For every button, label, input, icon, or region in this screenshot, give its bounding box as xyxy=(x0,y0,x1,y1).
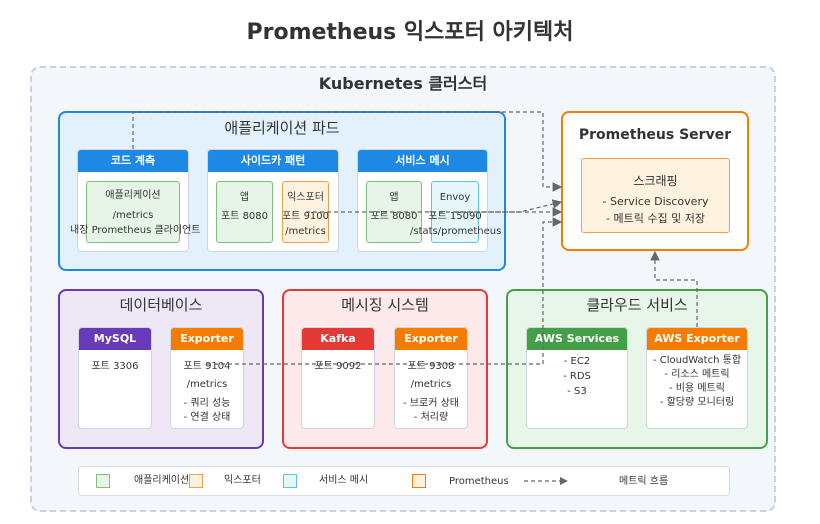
service-discovery-item: - Service Discovery xyxy=(602,195,709,208)
kafka-exporter-item-broker: - 브로커 상태 xyxy=(403,398,459,409)
instrumented-app-box xyxy=(86,181,180,243)
legend xyxy=(78,466,730,496)
aws-services-header: AWS Services xyxy=(527,328,627,350)
aws-exporter-card: AWS Exporter xyxy=(646,327,748,429)
metric-storage-item: - 메트릭 수집 및 저장 xyxy=(606,212,705,225)
flow-sidecar-to-prometheus xyxy=(306,199,563,213)
kafka-card: Kafka xyxy=(301,327,375,429)
mysql-exporter-item-connection: - 연결 상태 xyxy=(183,412,231,423)
sidecar-app-box xyxy=(216,181,273,243)
scraping-title: 스크래핑 xyxy=(633,174,678,188)
sidecar-app-name: 앱 xyxy=(239,192,250,203)
aws-services-card: AWS Services xyxy=(526,327,628,429)
mysql-exporter-header: Exporter xyxy=(171,328,243,350)
legend-label-application: 애플리케이션 xyxy=(134,475,190,486)
sidecar-exporter-path: /metrics xyxy=(285,226,326,237)
aws-item-s3: - S3 xyxy=(567,386,587,397)
aws-exporter-item-cloudwatch: - CloudWatch 통합 xyxy=(652,355,742,366)
instrumented-app-client: 내장 Prometheus 클라이언트 xyxy=(70,225,201,236)
aws-exporter-item-cost: - 비용 메트릭 xyxy=(669,383,725,394)
legend-label-metric-flow: 메트릭 흐름 xyxy=(619,476,669,487)
envoy-path: /stats/prometheus xyxy=(410,226,502,237)
flow-exporters-to-prometheus xyxy=(207,217,563,365)
sidecar-exporter-name: 익스포터 xyxy=(287,192,324,203)
mysql-exporter-port: 포트 9104 xyxy=(183,361,231,372)
cloud-services-label: 클라우드 서비스 xyxy=(586,296,688,314)
sidecar-exporter-port: 포트 9100 xyxy=(281,211,330,222)
code-instrumentation-header: 코드 계측 xyxy=(78,150,188,172)
mysql-exporter-item-query: - 쿼리 성능 xyxy=(183,398,231,409)
flow-aws-exporter-to-prometheus xyxy=(650,250,698,327)
mysql-exporter-path: /metrics xyxy=(186,379,228,390)
aws-item-rds: - RDS xyxy=(563,371,591,382)
sidecar-pattern-header: 사이드카 패턴 xyxy=(208,150,338,172)
instrumented-app-name: 애플리케이션 xyxy=(105,190,161,201)
mesh-app-name: 앱 xyxy=(389,192,399,203)
kafka-exporter-card: Exporter xyxy=(394,327,468,429)
instrumented-app-path: /metrics xyxy=(112,210,154,221)
flow-code-to-prometheus xyxy=(132,111,563,192)
legend-swatch-prometheus xyxy=(412,474,426,488)
kafka-exporter-path: /metrics xyxy=(410,379,452,390)
aws-exporter-header: AWS Exporter xyxy=(647,328,747,350)
mesh-app-port: 포트 8080 xyxy=(370,211,418,222)
legend-label-service-mesh: 서비스 메시 xyxy=(319,475,369,486)
cluster-label: Kubernetes 클러스터 xyxy=(318,74,488,93)
mysql-card: MySQL xyxy=(78,327,152,429)
legend-flow-arrow-icon xyxy=(524,477,568,485)
mysql-port: 포트 3306 xyxy=(91,361,139,372)
aws-exporter-item-quota: - 할당량 모니터링 xyxy=(659,397,735,408)
legend-label-prometheus: Prometheus xyxy=(449,476,509,487)
legend-swatch-application xyxy=(96,474,110,488)
envoy-port: 포트 15090 xyxy=(428,211,482,222)
legend-swatch-service-mesh xyxy=(283,474,297,488)
kafka-header: Kafka xyxy=(302,328,374,350)
prometheus-server-title: Prometheus Server xyxy=(578,127,732,143)
kafka-exporter-header: Exporter xyxy=(395,328,467,350)
service-mesh-header: 서비스 메시 xyxy=(358,150,487,172)
application-pod-label: 애플리케이션 파드 xyxy=(224,119,340,137)
scraping-box xyxy=(581,158,730,233)
aws-item-ec2: - EC2 xyxy=(563,356,591,367)
envoy-name: Envoy xyxy=(439,192,471,203)
kafka-port: 포트 9092 xyxy=(314,361,362,372)
mysql-exporter-card: Exporter xyxy=(170,327,244,429)
legend-swatch-exporter xyxy=(189,474,203,488)
database-label: 데이터베이스 xyxy=(119,296,203,314)
legend-label-exporter: 익스포터 xyxy=(224,475,261,486)
kafka-exporter-port: 포트 9308 xyxy=(407,361,455,372)
kafka-exporter-item-throughput: - 처리량 xyxy=(413,412,449,423)
messaging-label: 메시징 시스템 xyxy=(341,296,429,314)
aws-exporter-item-resource: - 리소스 메트릭 xyxy=(664,369,730,380)
page-title: Prometheus 익스포터 아키텍처 xyxy=(246,20,574,45)
mysql-header: MySQL xyxy=(79,328,151,350)
sidecar-app-port: 포트 8080 xyxy=(220,211,269,222)
